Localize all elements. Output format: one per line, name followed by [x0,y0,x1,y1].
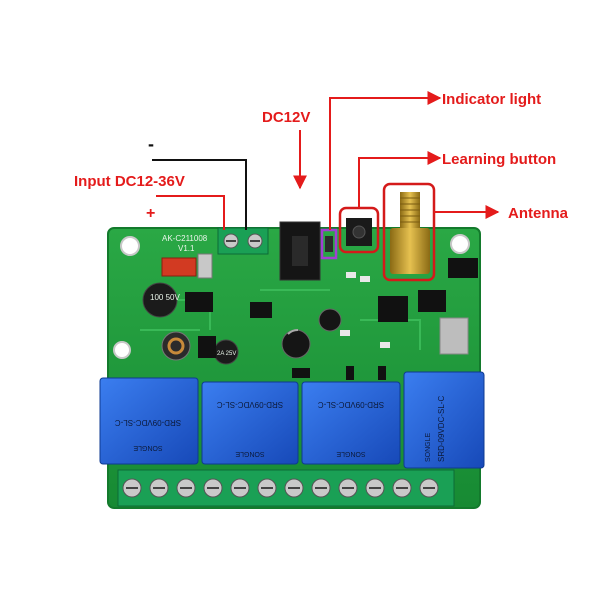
indicator-light-pointer [329,91,442,230]
transistor-q3 [378,366,386,380]
relay-4-brand: SONGLE [425,432,432,462]
indicator-light-label: Indicator light [442,91,541,108]
capacitor-3 [281,329,311,359]
minus-wire [152,159,247,230]
ic-microcontroller [378,296,408,322]
smd-resistor-4 [380,342,390,348]
learning-button-label: Learning button [442,151,556,168]
mount-hole-left [113,341,131,359]
board-version: V1.1 [178,244,195,253]
rf-module [439,317,469,355]
fuse-component [161,257,197,277]
relay-1: SRD-09VDC-SL-C SONGLE [99,377,199,465]
relay-3-model: SRD-09VDC-SL-C [318,400,384,409]
relay-2-model: SRD-09VDC-SL-C [217,400,283,409]
relay-1-brand: SONGLE [133,444,163,451]
learning-button-pointer [358,151,442,208]
capacitor-2-label: 2A 25V [217,351,236,357]
relay-3: SRD-09VDC-SL-C SONGLE [301,381,401,465]
minus-symbol: - [148,134,154,154]
annotation-lines [152,91,500,230]
inductor-coil [161,331,191,361]
board-model: AK-C211008 [162,234,208,243]
antenna-sma-body [390,228,430,274]
ic-decoder [418,290,446,312]
relay-4: SRD-09VDC-SL-C SONGLE [403,371,485,469]
antenna-connector-base [448,258,478,278]
ic-regulator [185,292,213,312]
capacitor-4 [318,308,342,332]
output-terminal-strip [117,469,455,507]
relay-row: SRD-09VDC-SL-C SONGLE SRD-09VDC-SL-C SON… [99,371,485,469]
relay-2: SRD-09VDC-SL-C SONGLE [201,381,299,465]
mount-hole-top-left [120,236,140,256]
relay-3-brand: SONGLE [336,450,366,457]
capacitor-1-label: 100 50V [150,293,180,302]
transistor-q2 [346,366,354,380]
plus-symbol: + [146,205,155,222]
input-voltage-label: Input DC12-36V [74,173,185,190]
dc12v-label: DC12V [262,109,310,126]
indicator-led [325,236,333,252]
antenna-label: Antenna [508,205,569,222]
transistor-q4 [292,368,310,378]
fuse-clip [197,253,213,279]
mount-hole-top-right [450,234,470,254]
ic-small [250,302,272,318]
smd-resistor-1 [346,272,356,278]
smd-resistor-3 [340,330,350,336]
smd-resistor-2 [360,276,370,282]
output-screws [122,478,439,498]
relay-1-model: SRD-09VDC-SL-C [115,418,181,427]
transistor-q1 [198,336,216,358]
capacitor-1 [142,282,178,318]
plus-wire [156,195,225,230]
antenna-box [382,182,436,282]
relay-2-brand: SONGLE [235,450,265,457]
relay-4-model: SRD-09VDC-SL-C [437,396,446,462]
